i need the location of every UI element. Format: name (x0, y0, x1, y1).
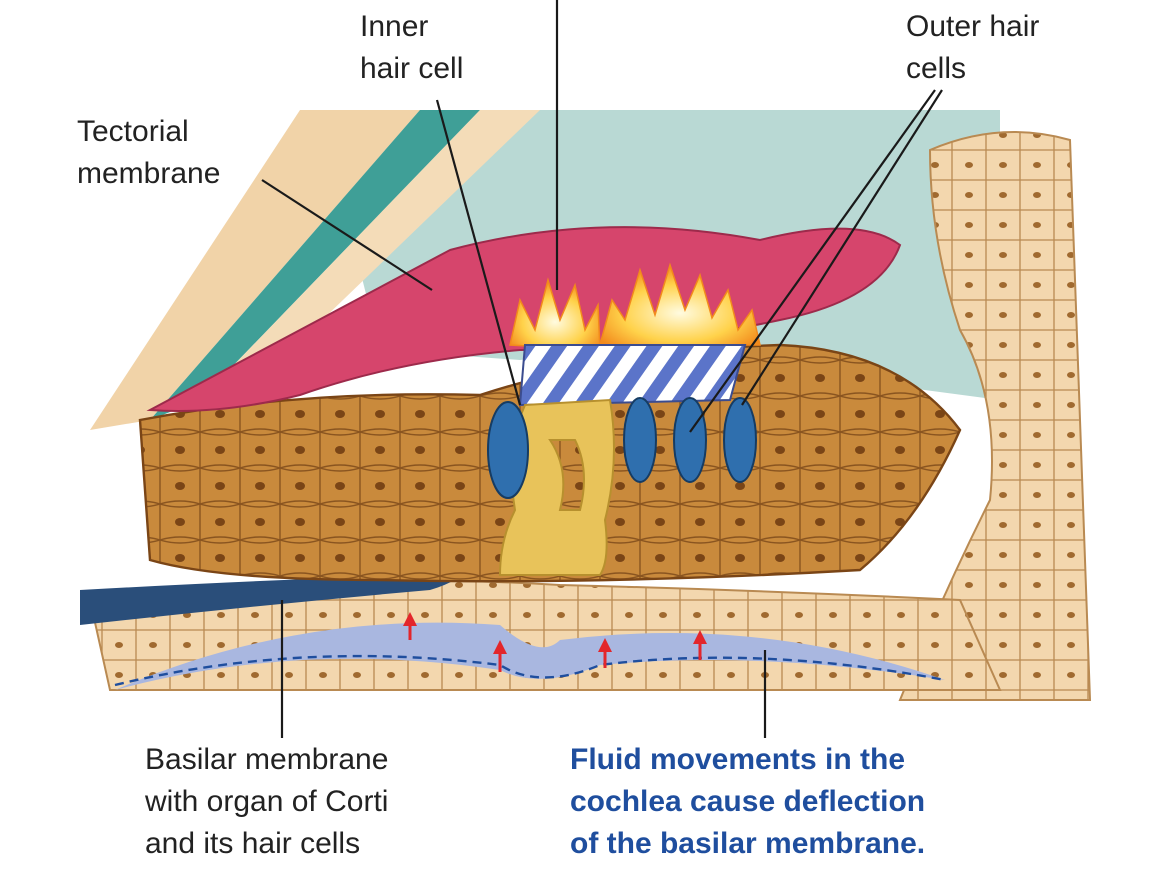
deflection-arrows (403, 612, 707, 672)
leader-tectorial-membrane (261, 179, 433, 291)
excitation-burst-outer (599, 262, 761, 346)
nerve-bundle (80, 480, 515, 625)
basilar-membrane-deflection (115, 622, 945, 690)
leader-inner-hair-cell (435, 99, 522, 406)
outer-hair-cell-2 (673, 397, 707, 483)
leader-outer-hair-cell-b (741, 89, 943, 406)
outer-hair-cell-1 (623, 397, 657, 483)
teal-band (150, 110, 480, 420)
caption-fluid-movements: Fluid movements in the cochlea cause def… (570, 743, 933, 860)
outer-hair-cell-3 (723, 397, 757, 483)
label-inner-hair-cell: Inner hair cell (360, 10, 463, 85)
label-basilar-membrane: Basilar membrane with organ of Corti and… (144, 743, 397, 860)
basilar-membrane-dashed (114, 654, 946, 687)
label-tectorial-membrane: Tectorial membrane (77, 115, 220, 190)
leader-outer-hair-cell-a (689, 89, 936, 433)
tissue-band-inner (200, 110, 540, 400)
inner-hair-cell (487, 401, 529, 499)
stereocilia-bundle (518, 344, 747, 407)
deflection-arrow (693, 630, 707, 660)
deflection-arrow (403, 612, 417, 640)
spiral-ligament (898, 131, 1092, 701)
excitation-burst-inner (509, 277, 601, 351)
deflection-arrow (493, 640, 507, 672)
label-outer-hair-cells: Outer hair cells (906, 10, 1048, 85)
deflection-arrow (598, 638, 612, 668)
vestibular-membrane-band (90, 110, 420, 430)
